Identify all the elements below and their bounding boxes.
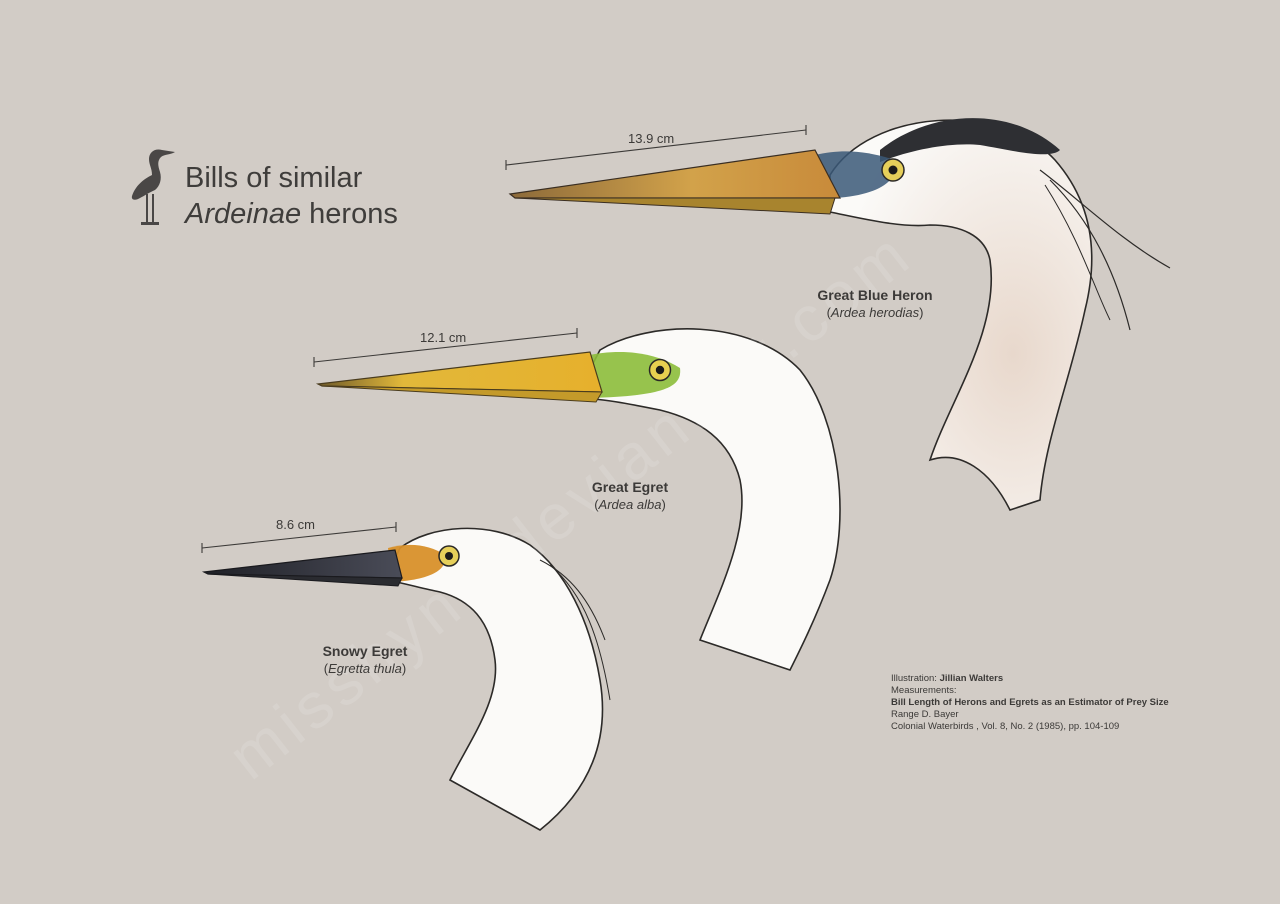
figure-title: Bills of similar Ardeinae herons — [185, 160, 398, 232]
species-label-snowy-egret: Snowy Egret (Egretta thula) — [300, 642, 430, 678]
credit-source-author: Range D. Bayer — [891, 709, 959, 720]
species-label-great-egret: Great Egret (Ardea alba) — [565, 478, 695, 514]
scientific-name: (Ardea alba) — [594, 497, 666, 512]
scientific-name: (Ardea herodias) — [826, 305, 924, 320]
measure-label-great-egret: 12.1 cm — [420, 330, 467, 345]
credit-source-title: Bill Length of Herons and Egrets as an E… — [891, 697, 1169, 708]
great-blue-heron-head — [508, 118, 1171, 511]
common-name: Great Blue Heron — [817, 287, 933, 303]
measure-line-great-egret — [313, 328, 578, 367]
heron-silhouette-icon — [131, 149, 175, 225]
common-name: Snowy Egret — [322, 643, 408, 659]
scientific-name: (Egretta thula) — [323, 661, 407, 676]
credit-source-journal: Colonial Waterbirds , Vol. 8, No. 2 (198… — [891, 721, 1120, 732]
measure-label-great-blue-heron: 13.9 cm — [628, 131, 675, 146]
measure-line-great-blue-heron — [505, 125, 807, 170]
credit-measurements-label: Measurements: — [891, 685, 957, 696]
common-name: Great Egret — [591, 479, 669, 495]
credits-block: Illustration: Jillian Walters Measuremen… — [891, 673, 1169, 733]
credit-illustration: Illustration: Jillian Walters — [891, 673, 1004, 684]
title-suffix: herons — [301, 198, 398, 230]
title-genus: Ardeinae — [185, 198, 302, 230]
measure-label-snowy-egret: 8.6 cm — [276, 517, 316, 532]
great-egret-head — [315, 328, 841, 671]
title-line-2: Ardeinae herons — [185, 196, 398, 232]
species-label-great-blue-heron: Great Blue Heron (Ardea herodias) — [800, 286, 950, 322]
snowy-egret-head — [201, 527, 611, 831]
measure-line-snowy-egret — [201, 522, 397, 553]
title-line-1: Bills of similar — [185, 162, 363, 194]
